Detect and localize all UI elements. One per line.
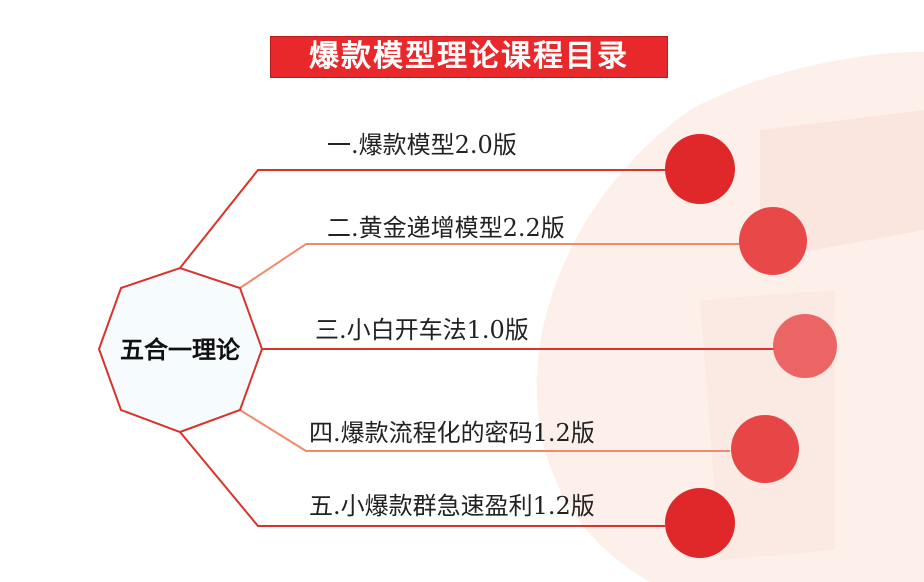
branch-node-2 <box>739 207 807 275</box>
connector-line-5 <box>179 431 665 527</box>
connector-lines <box>179 169 775 527</box>
branch-node-4 <box>731 415 799 483</box>
branch-node-5 <box>665 488 735 558</box>
branch-label-1: 一.爆款模型2.0版 <box>327 131 517 159</box>
branch-label-3: 三.小白开车法1.0版 <box>315 316 529 344</box>
hub-label: 五合一理论 <box>120 336 240 364</box>
branch-node-1 <box>665 134 735 204</box>
hub-octagon <box>97 266 264 434</box>
branch-node-3 <box>773 314 837 378</box>
branch-label-2: 二.黄金递增模型2.2版 <box>327 214 565 242</box>
connector-line-4 <box>239 409 730 452</box>
branch-label-4: 四.爆款流程化的密码1.2版 <box>309 419 595 447</box>
connector-line-2 <box>239 243 740 289</box>
branch-label-5: 五.小爆款群急速盈利1.2版 <box>309 492 595 520</box>
page-title: 爆款模型理论课程目录 <box>270 36 668 78</box>
connector-line-1 <box>179 169 665 269</box>
